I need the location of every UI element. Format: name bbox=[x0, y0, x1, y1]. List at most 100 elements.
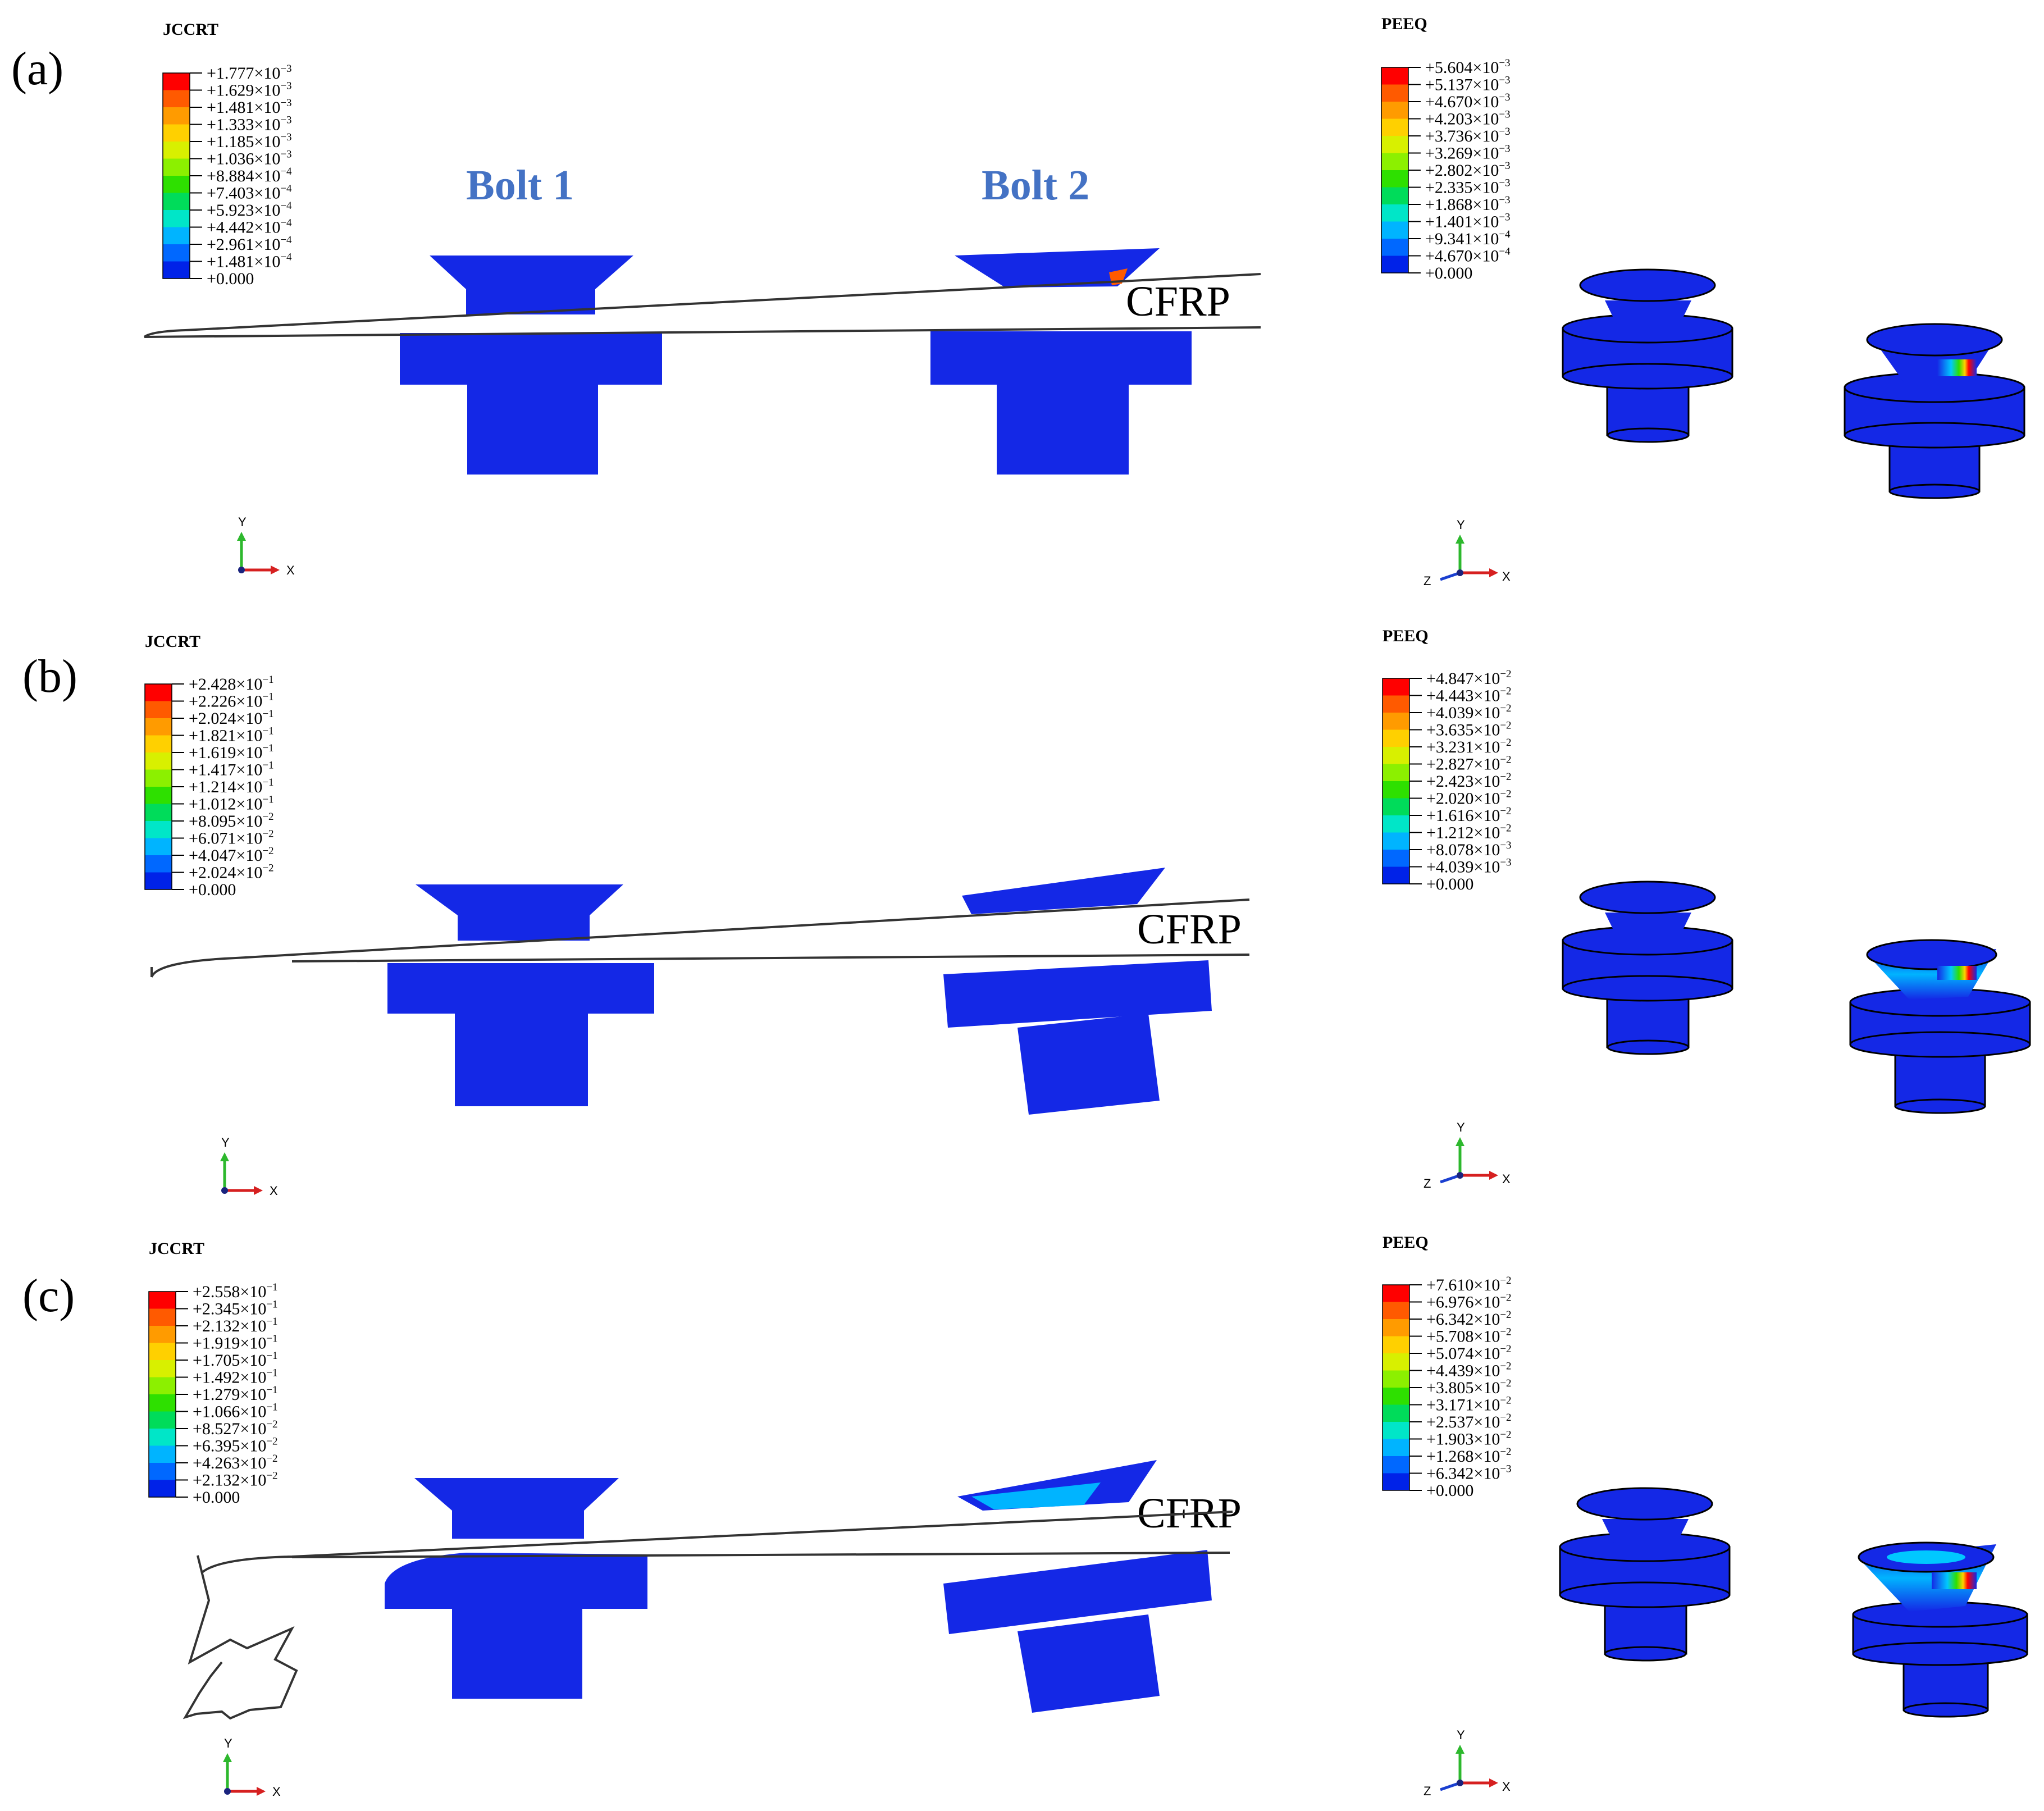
legend-color-band bbox=[1383, 1439, 1409, 1456]
legend-value-label: +0.000 bbox=[1426, 875, 1473, 893]
legend-value-label: +4.047×10−2 bbox=[189, 845, 274, 865]
legend-color-band bbox=[1383, 1285, 1409, 1302]
legend-color-band bbox=[145, 821, 172, 838]
legend-color-band bbox=[149, 1308, 176, 1326]
legend-value-label: +4.039×10−2 bbox=[1426, 702, 1512, 722]
legend-color-band bbox=[1381, 187, 1408, 204]
axis-triad-3d: Y X Z bbox=[1424, 1728, 1511, 1798]
legend-value-label: +4.847×10−2 bbox=[1426, 668, 1512, 688]
legend-value-label: +1.012×10−1 bbox=[189, 794, 274, 814]
bolt-2-label: Bolt 2 bbox=[982, 162, 1089, 209]
legend-color-band bbox=[163, 124, 190, 142]
legend-color-band bbox=[149, 1360, 176, 1377]
legend-color-band bbox=[149, 1343, 176, 1360]
legend-color-band bbox=[1383, 1456, 1409, 1474]
legend-value-label: +4.670×10−3 bbox=[1425, 92, 1511, 111]
cfrp-label: CFRP bbox=[1137, 906, 1242, 953]
axis-x-label: X bbox=[1502, 569, 1511, 583]
legend-value-label: +1.036×10−3 bbox=[207, 149, 292, 168]
legend-value-label: +5.137×10−3 bbox=[1425, 75, 1511, 94]
legend-colorbar-outline bbox=[148, 1291, 176, 1498]
axis-z-label: Z bbox=[1424, 574, 1431, 588]
panel-label: (c) bbox=[22, 1270, 75, 1322]
legend-value-label: +3.171×10−2 bbox=[1426, 1395, 1512, 1415]
axis-y-label: Y bbox=[238, 515, 247, 529]
panel-label: (a) bbox=[11, 43, 63, 95]
legend-value-label: +8.095×10−2 bbox=[189, 811, 274, 831]
legend-value-label: +2.226×10−1 bbox=[189, 691, 274, 711]
jccrt-legend: +1.777×10−3+1.629×10−3+1.481×10−3+1.333×… bbox=[162, 63, 292, 288]
jccrt-legend-title: JCCRT bbox=[163, 20, 218, 39]
legend-color-band bbox=[1383, 678, 1409, 696]
legend-color-band bbox=[1383, 1319, 1409, 1336]
axis-z-label: Z bbox=[1424, 1784, 1431, 1798]
legend-color-band bbox=[163, 73, 190, 90]
legend-value-label: +2.423×10−2 bbox=[1426, 771, 1512, 791]
legend-value-label: +2.020×10−2 bbox=[1426, 788, 1512, 808]
panel-label: (b) bbox=[22, 650, 77, 702]
legend-color-band bbox=[163, 176, 190, 193]
legend-value-label: +2.961×10−4 bbox=[207, 234, 292, 254]
legend-value-label: +7.610×10−2 bbox=[1426, 1275, 1512, 1294]
legend-color-band bbox=[1383, 798, 1409, 815]
axis-x-label: X bbox=[1502, 1172, 1511, 1186]
legend-color-band bbox=[145, 701, 172, 718]
axis-y-label: Y bbox=[221, 1135, 230, 1149]
legend-color-band bbox=[1381, 170, 1408, 188]
axis-triad-3d: Y X Z bbox=[1424, 1120, 1511, 1190]
legend-value-label: +1.821×10−1 bbox=[189, 726, 274, 745]
peeq-legend: +5.604×10−3+5.137×10−3+4.670×10−3+4.203×… bbox=[1381, 57, 1511, 282]
legend-color-band bbox=[145, 718, 172, 736]
legend-color-band bbox=[1383, 1370, 1409, 1388]
legend-color-band bbox=[163, 244, 190, 262]
bolt-2-section bbox=[943, 1460, 1212, 1713]
peeq-legend-title: PEEQ bbox=[1383, 627, 1429, 645]
legend-value-label: +3.231×10−2 bbox=[1426, 737, 1512, 756]
panel-a: (a) JCCRT +1.777×10−3+1.629×10−3+1.481×1… bbox=[11, 15, 2025, 588]
legend-color-band bbox=[1381, 118, 1408, 136]
legend-value-label: +1.619×10−1 bbox=[189, 742, 274, 762]
axis-x-label: X bbox=[270, 1184, 278, 1198]
axis-x-label: X bbox=[286, 563, 295, 577]
legend-value-label: +4.203×10−3 bbox=[1425, 109, 1511, 129]
bolt-1-3d bbox=[1559, 1487, 1731, 1662]
legend-value-label: +8.527×10−2 bbox=[193, 1418, 278, 1438]
legend-color-band bbox=[1383, 695, 1409, 713]
legend-value-label: +1.279×10−1 bbox=[193, 1384, 278, 1404]
legend-color-band bbox=[163, 261, 190, 279]
axis-x-label: X bbox=[1502, 1780, 1511, 1794]
legend-color-band bbox=[1383, 764, 1409, 781]
legend-value-label: +1.417×10−1 bbox=[189, 760, 274, 779]
legend-color-band bbox=[145, 872, 172, 889]
panel-b: (b) JCCRT +2.428×10−1+2.226×10−1+2.024×1… bbox=[22, 627, 2031, 1198]
legend-color-band bbox=[149, 1429, 176, 1446]
legend-color-band bbox=[145, 804, 172, 821]
legend-value-label: +1.616×10−2 bbox=[1426, 805, 1512, 825]
legend-color-band bbox=[1381, 256, 1408, 273]
legend-value-label: +6.342×10−3 bbox=[1426, 1463, 1512, 1483]
legend-value-label: +4.039×10−3 bbox=[1426, 857, 1512, 877]
legend-color-band bbox=[145, 735, 172, 752]
legend-color-band bbox=[1381, 204, 1408, 222]
legend-color-band bbox=[145, 752, 172, 770]
bolt-1-label: Bolt 1 bbox=[466, 162, 574, 209]
legend-color-band bbox=[149, 1394, 176, 1412]
legend-value-label: +2.024×10−1 bbox=[189, 708, 274, 728]
legend-value-label: +2.558×10−1 bbox=[193, 1281, 278, 1301]
axis-triad-2d: Y X bbox=[237, 515, 295, 577]
legend-color-band bbox=[1383, 815, 1409, 833]
legend-value-label: +6.976×10−2 bbox=[1426, 1292, 1512, 1312]
legend-value-label: +5.708×10−2 bbox=[1426, 1326, 1512, 1346]
legend-color-band bbox=[149, 1377, 176, 1394]
legend-value-label: +2.537×10−2 bbox=[1426, 1412, 1512, 1431]
legend-colorbar-outline bbox=[1382, 678, 1410, 884]
legend-color-band bbox=[1383, 866, 1409, 884]
legend-color-band bbox=[1383, 1422, 1409, 1439]
bolt-2-section bbox=[930, 248, 1192, 475]
legend-colorbar-outline bbox=[1381, 67, 1409, 273]
legend-color-band bbox=[145, 769, 172, 787]
legend-value-label: +2.345×10−1 bbox=[193, 1299, 278, 1319]
legend-value-label: +1.629×10−3 bbox=[207, 80, 292, 100]
cfrp-plates bbox=[182, 1511, 1233, 1720]
